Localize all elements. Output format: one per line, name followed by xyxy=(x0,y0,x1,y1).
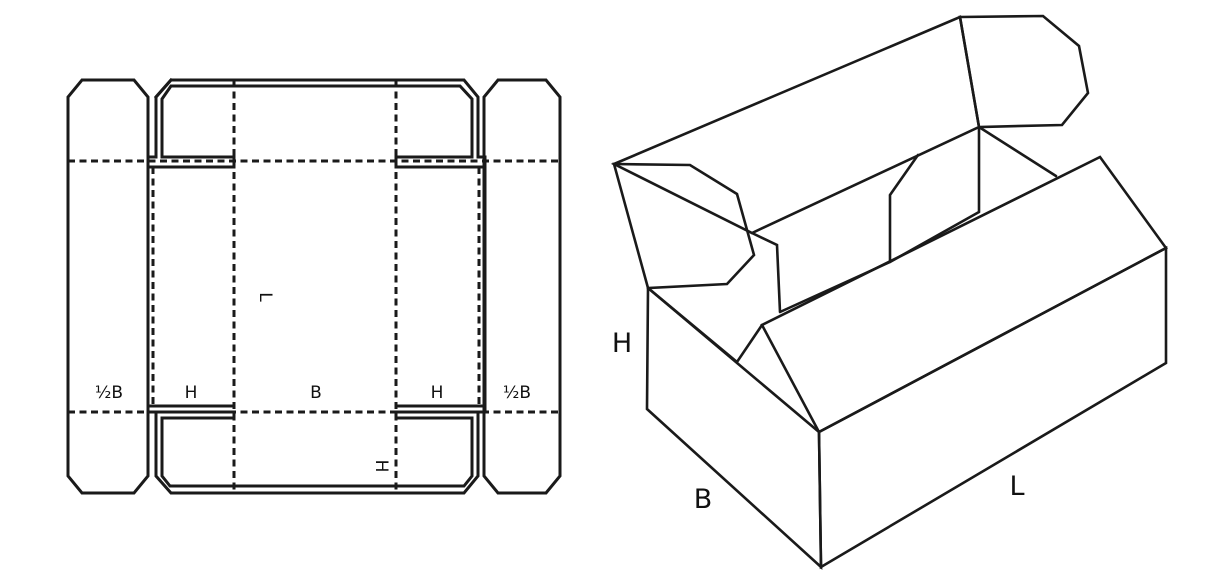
label-h-left: H xyxy=(185,383,198,403)
back-right-dust-flap xyxy=(958,14,1090,129)
main-sheet-bottom-outer xyxy=(154,410,480,495)
front-side-panel xyxy=(817,245,1168,570)
front-inner-flap xyxy=(760,155,1168,434)
main-sheet-sides xyxy=(146,165,487,408)
main-sheet-top-outer xyxy=(153,77,174,100)
label-b-center: B xyxy=(310,383,322,403)
left-end-panel xyxy=(645,285,823,570)
right-side-panel xyxy=(482,78,562,495)
label-3d-width: B xyxy=(694,484,713,515)
box-3d: H B L xyxy=(610,14,1168,570)
label-3d-height: H xyxy=(612,328,632,359)
label-h-right: H xyxy=(431,383,444,403)
main-sheet-outline xyxy=(146,78,487,169)
inner-wall-lines xyxy=(646,125,1058,364)
left-side-panel xyxy=(66,78,150,495)
left-dust-flap xyxy=(612,162,756,290)
back-lid-panel xyxy=(610,15,981,235)
label-3d-length: L xyxy=(1009,471,1024,502)
flat-dieline: ½B H B H ½B L H xyxy=(66,77,562,495)
main-sheet-bottom xyxy=(146,404,487,488)
label-h-vertical: H xyxy=(371,460,391,473)
label-l-vertical: L xyxy=(255,292,275,302)
label-half-b-left: ½B xyxy=(95,383,123,403)
label-half-b-right: ½B xyxy=(503,383,531,403)
